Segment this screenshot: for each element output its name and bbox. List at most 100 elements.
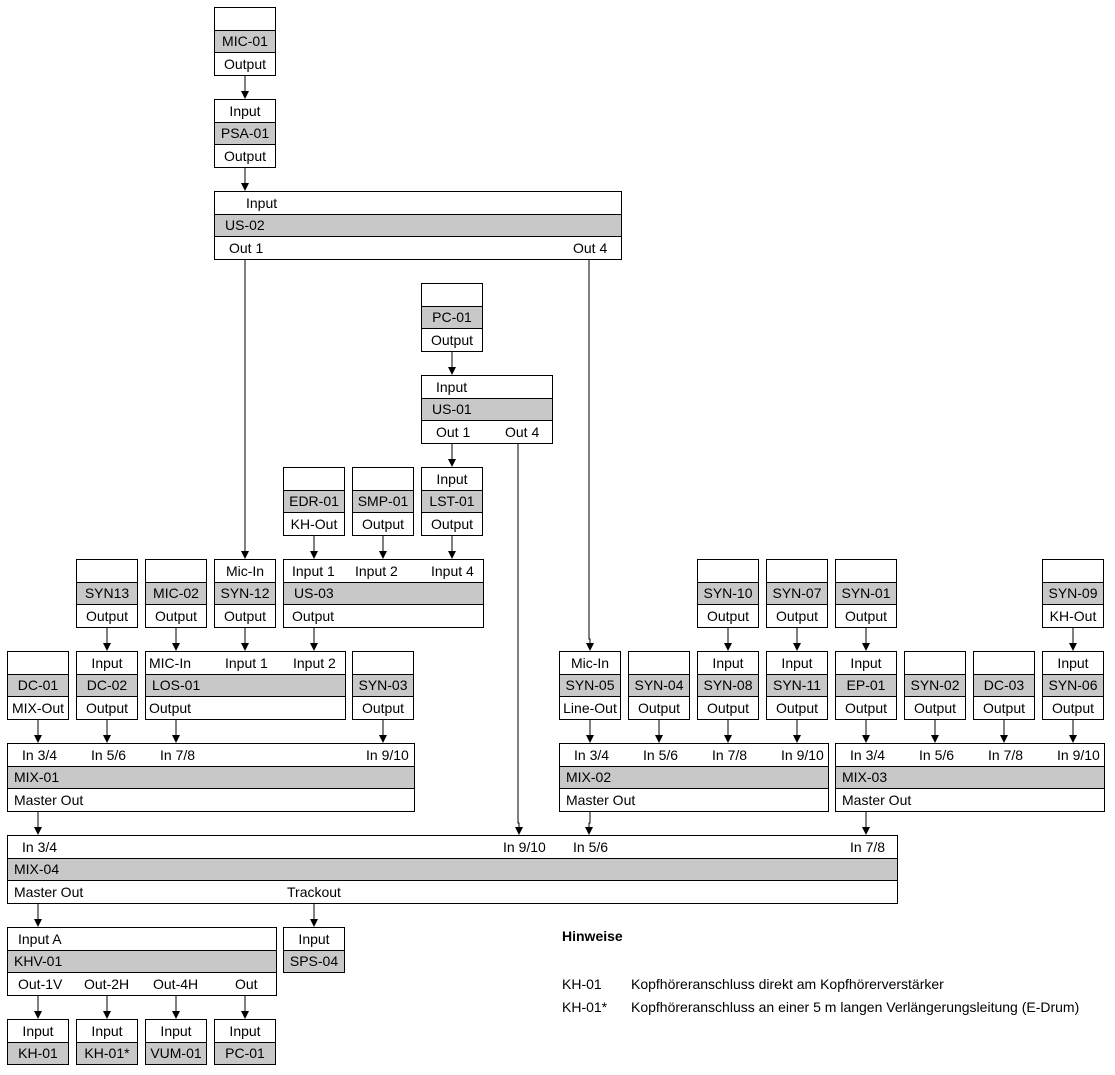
device-name-row: LOS-01 [146, 674, 345, 697]
device-name: SYN-07 [772, 585, 822, 601]
device-name: US-03 [294, 585, 334, 601]
input-row: Input [836, 652, 896, 675]
input-row: Input [284, 928, 344, 951]
port-label: Input 2 [293, 655, 336, 671]
port-label: In 3/4 [22, 747, 58, 763]
device-name: SYN-11 [773, 677, 821, 693]
device-name: SYN13 [84, 585, 130, 601]
port-label: Output [706, 608, 750, 624]
port-label: Input [850, 655, 882, 671]
port-label: MIX-Out [11, 700, 65, 716]
port-label: In 5/6 [91, 747, 127, 763]
port-label: In 9/10 [781, 747, 824, 763]
device-name-row: SYN-10 [698, 582, 758, 605]
port-label: In 5/6 [573, 839, 609, 855]
port-label: Out-2H [84, 976, 130, 992]
port-label: Input [1057, 655, 1089, 671]
output-row: Output [974, 697, 1034, 720]
input-row: Input [422, 468, 482, 491]
port-label: Output [430, 516, 474, 532]
input-row: Mic-In [560, 652, 620, 675]
output-row: Output [215, 605, 275, 628]
port-label: Input 1 [292, 563, 335, 579]
device-name: KH-01* [84, 1045, 130, 1061]
device-name: SYN-02 [910, 677, 960, 693]
device-name: PC-01 [432, 309, 472, 325]
device-name-row: SMP-01 [353, 490, 413, 513]
output-row: Output [353, 697, 413, 720]
device-name-row: SYN-09 [1043, 582, 1103, 605]
device-name-row: SYN-07 [767, 582, 827, 605]
device-name-row: MIX-02 [560, 766, 828, 789]
input-row: Input [215, 100, 275, 123]
port-label: Output [361, 516, 405, 532]
port-label: Input [436, 471, 468, 487]
output-row: Output [698, 697, 758, 720]
output-row: Output [767, 697, 827, 720]
port-label: Output [85, 700, 129, 716]
port-label: Master Out [14, 884, 84, 900]
input-row: Input [77, 652, 137, 675]
device-name: US-01 [432, 401, 472, 417]
port-label: Master Out [14, 792, 84, 808]
port-label: In 7/8 [850, 839, 886, 855]
device-name: DC-01 [17, 677, 59, 693]
device-name: LST-01 [429, 493, 475, 509]
port-label: In 7/8 [712, 747, 748, 763]
input-row: Input [422, 376, 552, 399]
device-name-row: SYN13 [77, 582, 137, 605]
port-label: Output [844, 700, 888, 716]
device-name: SYN-09 [1048, 585, 1098, 601]
port-label: Input [91, 655, 123, 671]
port-label: Mic-In [225, 563, 265, 579]
device-name-row: SPS-04 [284, 950, 344, 973]
device-name: PSA-01 [220, 125, 270, 141]
device-name: EP-01 [846, 677, 886, 693]
port-label: Input [246, 195, 278, 211]
device-name-row: EDR-01 [284, 490, 344, 513]
port-label: Input [781, 655, 813, 671]
device-name-row: MIC-02 [146, 582, 206, 605]
connection-us-01-to-mix-04 [515, 443, 523, 835]
device-name: MIX-01 [14, 769, 60, 785]
device-name: US-02 [225, 217, 265, 233]
port-label: Mic-In [570, 655, 610, 671]
device-name: EDR-01 [289, 493, 339, 509]
input-row: Input [77, 1020, 137, 1043]
device-name: MIX-03 [842, 769, 888, 785]
device-name-row: US-03 [284, 582, 483, 605]
port-label: Input 2 [355, 563, 398, 579]
device-name: MIX-02 [566, 769, 612, 785]
device-name-row: KH-01 [8, 1042, 68, 1065]
port-label: Input [91, 1023, 123, 1039]
output-row: Master Out [836, 789, 1104, 812]
device-name: LOS-01 [152, 677, 201, 693]
output-row: Output [422, 329, 482, 352]
port-label: In 9/10 [1057, 747, 1100, 763]
input-row: Input [698, 652, 758, 675]
port-label: Input A [18, 931, 62, 947]
output-row: Output [146, 697, 345, 720]
port-label: Output [637, 700, 681, 716]
note-text: Kopfhöreranschluss an einer 5 m langen V… [631, 999, 1080, 1015]
device-name: SYN-06 [1048, 677, 1098, 693]
input-row: Input [1043, 652, 1103, 675]
device-name-row: DC-02 [77, 674, 137, 697]
